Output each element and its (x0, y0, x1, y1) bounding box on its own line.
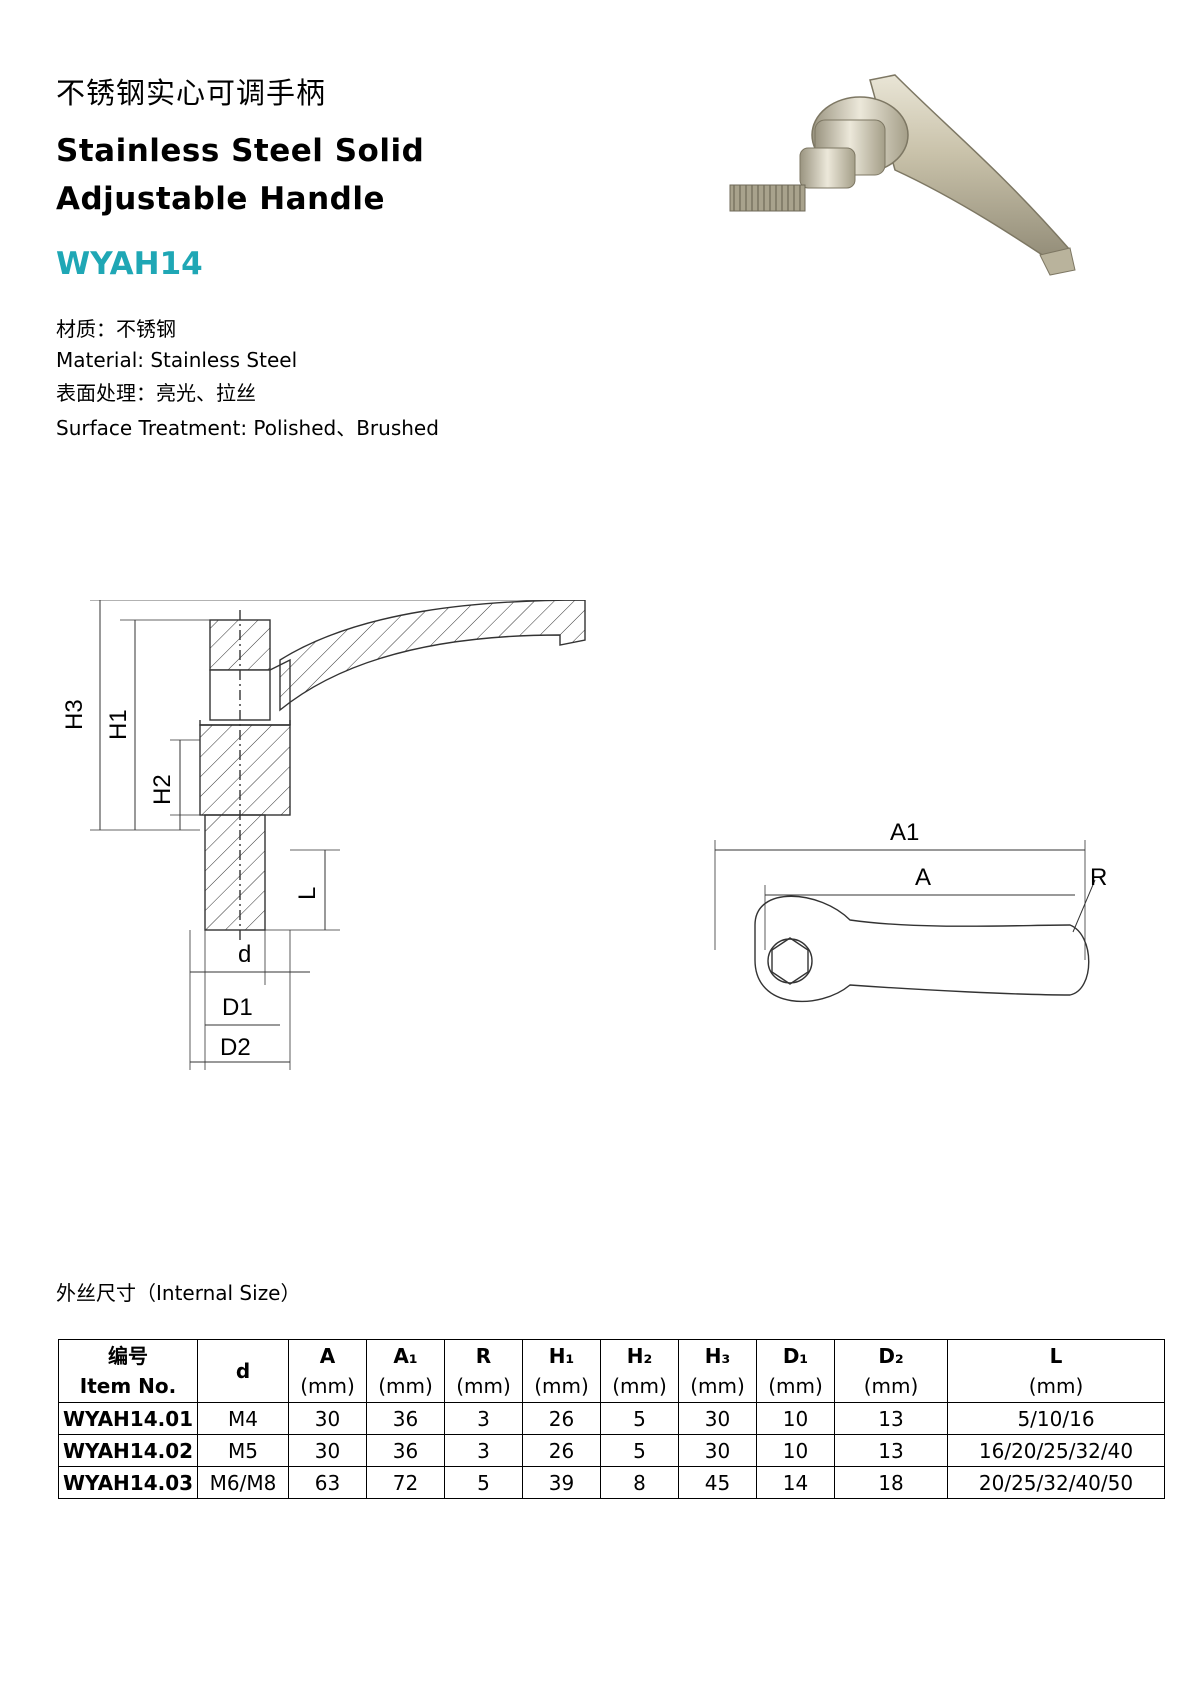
model-number: WYAH14 (56, 246, 203, 282)
header-d2: D₂(mm) (834, 1339, 948, 1403)
cell-d2: 18 (834, 1466, 948, 1499)
cell-a: 30 (288, 1434, 367, 1467)
material-en: Material: Stainless Steel (56, 348, 298, 372)
cell-h1: 39 (522, 1466, 601, 1499)
cell-l: 5/10/16 (947, 1402, 1165, 1435)
title-english-line1: Stainless Steel Solid (56, 133, 425, 169)
cell-d2: 13 (834, 1434, 948, 1467)
surface-cn: 表面处理：亮光、拉丝 (56, 381, 256, 405)
cell-r: 3 (444, 1402, 523, 1435)
header-a1: A₁(mm) (366, 1339, 445, 1403)
cell-d1: 14 (756, 1466, 835, 1499)
material-cn: 材质：不锈钢 (56, 317, 176, 341)
cell-d1: 10 (756, 1402, 835, 1435)
header-d1: D₁(mm) (756, 1339, 835, 1403)
label-a1: A1 (890, 820, 919, 846)
header-l: L(mm) (947, 1339, 1165, 1403)
label-h1: H1 (105, 709, 132, 740)
label-h3: H3 (61, 699, 88, 730)
label-d1: D1 (222, 994, 253, 1021)
cell-item-no: WYAH14.03 (58, 1466, 198, 1499)
side-section-drawing: H3 H1 H2 L d D1 D2 (61, 600, 586, 1070)
cell-r: 3 (444, 1434, 523, 1467)
cell-h1: 26 (522, 1434, 601, 1467)
header-d: d (197, 1339, 289, 1403)
label-l: L (294, 887, 321, 900)
cell-a: 30 (288, 1402, 367, 1435)
cell-h2: 5 (600, 1434, 679, 1467)
title-english-line2: Adjustable Handle (56, 181, 385, 217)
top-view-drawing: A1 A R (714, 820, 1107, 1003)
cell-d1: 10 (756, 1434, 835, 1467)
cell-a1: 36 (366, 1402, 445, 1435)
cell-item-no: WYAH14.01 (58, 1402, 198, 1435)
table-caption: 外丝尺寸（Internal Size） (56, 1281, 301, 1305)
cell-h2: 8 (600, 1466, 679, 1499)
title-chinese: 不锈钢实心可调手柄 (56, 76, 327, 110)
product-photo (729, 74, 1076, 276)
cell-a1: 36 (366, 1434, 445, 1467)
cell-h3: 30 (678, 1402, 757, 1435)
label-r: R (1090, 864, 1107, 891)
header-h3: H₃(mm) (678, 1339, 757, 1403)
header-h2: H₂(mm) (600, 1339, 679, 1403)
label-d: d (238, 941, 251, 968)
label-d2: D2 (220, 1034, 251, 1061)
thread (729, 184, 806, 212)
cell-d: M6/M8 (197, 1466, 289, 1499)
cell-item-no: WYAH14.02 (58, 1434, 198, 1467)
cell-a1: 72 (366, 1466, 445, 1499)
cell-h3: 30 (678, 1434, 757, 1467)
cell-l: 20/25/32/40/50 (947, 1466, 1165, 1499)
cell-d2: 13 (834, 1402, 948, 1435)
cell-h3: 45 (678, 1466, 757, 1499)
header-a: A(mm) (288, 1339, 367, 1403)
surface-en: Surface Treatment: Polished、Brushed (56, 416, 439, 440)
cell-a: 63 (288, 1466, 367, 1499)
cell-d: M5 (197, 1434, 289, 1467)
label-h2: H2 (149, 774, 176, 805)
cell-r: 5 (444, 1466, 523, 1499)
header-h1: H₁(mm) (522, 1339, 601, 1403)
header-r: R(mm) (444, 1339, 523, 1403)
cell-d: M4 (197, 1402, 289, 1435)
label-a: A (915, 864, 931, 891)
cell-h1: 26 (522, 1402, 601, 1435)
cell-l: 16/20/25/32/40 (947, 1434, 1165, 1467)
table-row: WYAH14.03 M6/M8 63 72 5 39 8 45 14 18 20… (58, 1466, 1165, 1499)
cell-h2: 5 (600, 1402, 679, 1435)
table-row: WYAH14.01 M4 30 36 3 26 5 30 10 13 5/10/… (58, 1402, 1165, 1435)
table-row: WYAH14.02 M5 30 36 3 26 5 30 10 13 16/20… (58, 1434, 1165, 1467)
